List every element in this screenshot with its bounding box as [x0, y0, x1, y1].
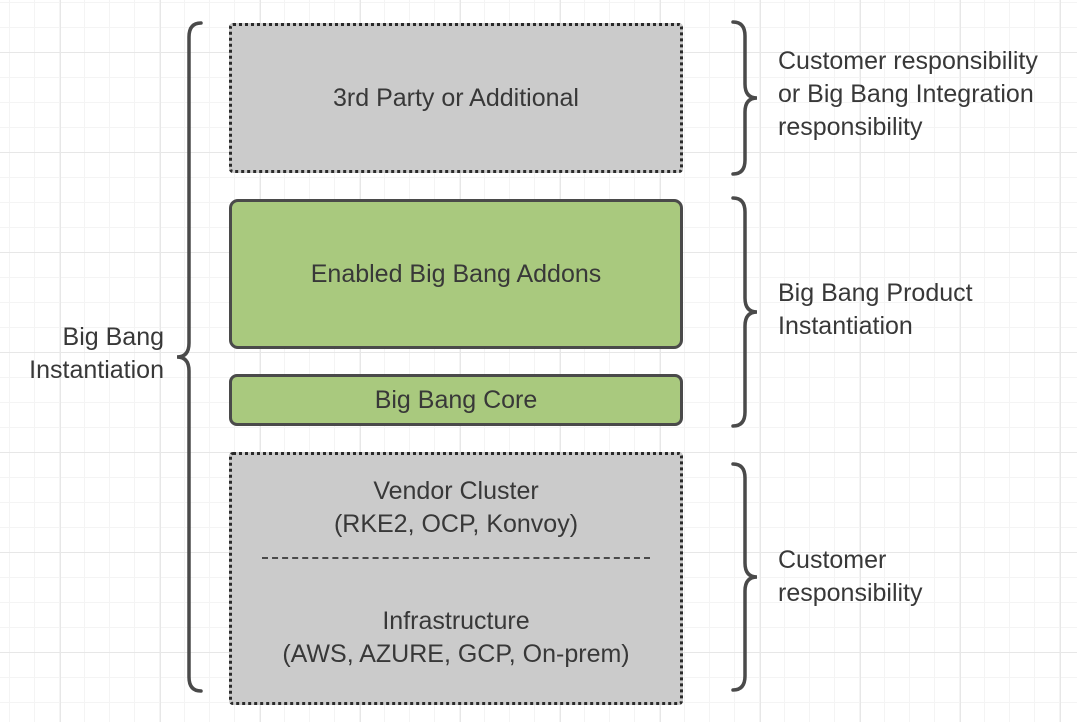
annotation-product-instantiation: Big Bang Product Instantiation [778, 277, 973, 343]
annotation-customer-responsibility: Customer responsibility [778, 544, 923, 610]
right-brace-middle [731, 196, 758, 428]
node-third-party-label: 3rd Party or Additional [333, 83, 579, 112]
node-cluster-infrastructure: Vendor Cluster (RKE2, OCP, Konvoy) Infra… [229, 452, 683, 705]
vendor-cluster-line2: (RKE2, OCP, Konvoy) [333, 510, 579, 538]
left-group-label-line2: Instantiation [29, 356, 164, 384]
annotation-top-line3: responsibility [778, 113, 923, 141]
right-brace-top [731, 20, 758, 176]
annotation-middle-line2: Instantiation [778, 312, 913, 340]
left-curly-brace [176, 21, 203, 693]
node-enabled-addons-label: Enabled Big Bang Addons [310, 259, 602, 288]
infrastructure-label: Infrastructure (AWS, AZURE, GCP, On-prem… [282, 605, 629, 671]
cluster-infrastructure-divider [262, 557, 650, 559]
node-third-party: 3rd Party or Additional [229, 23, 683, 173]
annotation-top-line2: or Big Bang Integration [778, 80, 1034, 108]
left-group-label: Big Bang Instantiation [0, 321, 164, 387]
annotation-bottom-line2: responsibility [778, 579, 923, 607]
annotation-bottom-line1: Customer [778, 546, 887, 574]
annotation-middle-line1: Big Bang Product [778, 279, 973, 307]
right-brace-bottom [731, 462, 758, 692]
infrastructure-line2: (AWS, AZURE, GCP, On-prem) [282, 640, 630, 668]
node-big-bang-core: Big Bang Core [229, 374, 683, 426]
node-enabled-addons: Enabled Big Bang Addons [229, 199, 683, 349]
annotation-top-line1: Customer responsibility [778, 47, 1038, 75]
vendor-cluster-label: Vendor Cluster (RKE2, OCP, Konvoy) [334, 475, 578, 541]
node-big-bang-core-label: Big Bang Core [374, 385, 538, 414]
left-group-label-line1: Big Bang [62, 323, 164, 351]
vendor-cluster-line1: Vendor Cluster [373, 477, 539, 505]
infrastructure-line1: Infrastructure [382, 607, 530, 635]
annotation-customer-or-integration: Customer responsibility or Big Bang Inte… [778, 45, 1038, 144]
